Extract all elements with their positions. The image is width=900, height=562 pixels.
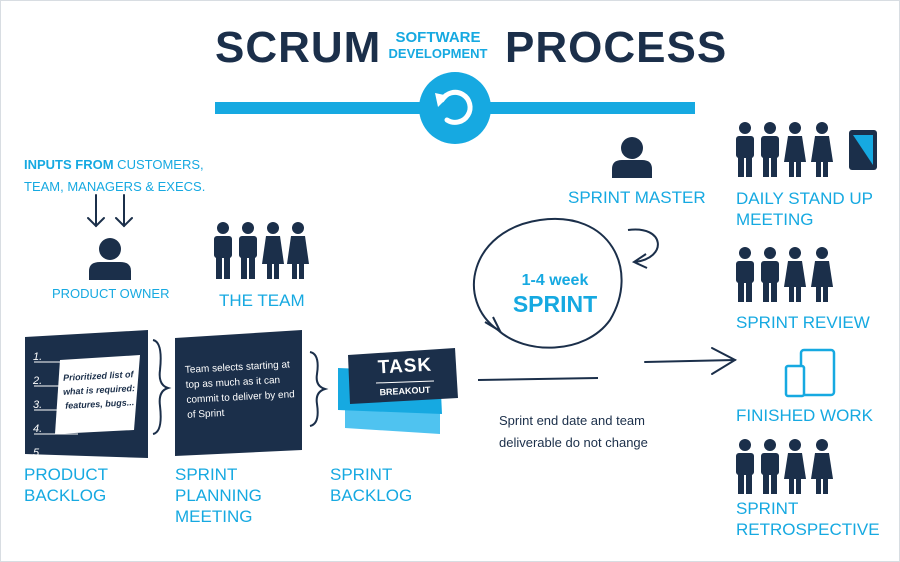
team-icon: [214, 222, 309, 279]
outcome-finished-work: FINISHED WORK: [736, 406, 873, 425]
sprint-loop: [472, 217, 623, 349]
backlog-number-1: 1.: [33, 351, 43, 363]
outcome-sprint-review: SPRINT REVIEW: [736, 313, 870, 332]
inputs-bold: INPUTS FROM: [24, 157, 114, 172]
sprint-master-label: SPRINT MASTER: [568, 188, 706, 207]
title-subtitle: SOFTWARE DEVELOPMENT: [378, 30, 498, 62]
stage-sprint-planning-line2: PLANNING: [175, 486, 262, 505]
title-subtitle-line2: DEVELOPMENT: [388, 46, 488, 61]
stage-product-backlog-line1: PRODUCT: [24, 465, 109, 484]
sprint-loop-arrow: [484, 316, 503, 334]
outcome-daily-standup-line2: MEETING: [736, 210, 814, 229]
backlog-number-4: 4.: [33, 423, 43, 435]
devices-icon: [784, 348, 836, 398]
outcome-retrospective-line2: RETROSPECTIVE: [736, 520, 880, 539]
sprint-note-line2: deliverable do not change: [499, 435, 648, 450]
planning-card: [175, 330, 302, 456]
product-owner-label: PRODUCT OWNER: [52, 286, 170, 301]
stage-product-backlog: PRODUCT BACKLOG: [24, 464, 108, 506]
arrow-down-icon: [87, 194, 133, 228]
stage-sprint-backlog-line2: BACKLOG: [330, 486, 413, 505]
tablet-icon: [849, 130, 877, 170]
inputs-line2: TEAM, MANAGERS & EXECS.: [24, 179, 206, 194]
backlog-number-3: 3.: [33, 399, 43, 411]
product-owner-person-icon: [89, 238, 131, 280]
backlog-numbers: 1. 2. 3. 4. 5.: [33, 345, 53, 465]
task-breakout-card: [338, 348, 458, 434]
stage-sprint-backlog: SPRINT BACKLOG: [330, 464, 412, 506]
sprint-exit-line: [477, 377, 599, 381]
stage-sprint-planning: SPRINT PLANNING MEETING: [175, 464, 262, 527]
review-team-icon: [736, 247, 833, 302]
the-team-label: THE TEAM: [219, 291, 305, 310]
backlog-number-5: 5.: [33, 447, 43, 459]
stage-product-backlog-line2: BACKLOG: [24, 486, 107, 505]
title-scrum: SCRUM: [215, 23, 382, 72]
stage-sprint-planning-line1: SPRINT: [175, 465, 238, 484]
sprint-label: SPRINT: [512, 291, 598, 317]
sprint-note: Sprint end date and team deliverable do …: [499, 410, 648, 454]
title-process: PROCESS: [505, 23, 728, 72]
planning-card-text: Team selects starting at top as much as …: [184, 359, 295, 421]
sprint-duration: 1-4 week: [521, 272, 589, 289]
stage-sprint-planning-line3: MEETING: [175, 507, 253, 526]
arrow-right-icon: [644, 347, 738, 375]
sprint-master-person-icon: [612, 137, 652, 178]
product-backlog-card: [25, 330, 148, 458]
title-subtitle-line1: SOFTWARE: [395, 29, 481, 46]
standup-team-icon: [736, 122, 833, 177]
master-loop-arrow: [631, 253, 648, 269]
outcome-retrospective-line1: SPRINT: [736, 499, 799, 518]
outcome-retrospective: SPRINT RETROSPECTIVE: [736, 498, 880, 540]
inputs-rest: CUSTOMERS,: [113, 157, 204, 172]
sprint-note-line1: Sprint end date and team: [499, 413, 645, 428]
bracket-icon-2: [309, 351, 329, 427]
backlog-note: Prioritized list of what is required: fe…: [62, 369, 136, 411]
master-loop: [627, 228, 659, 263]
bracket-icon: [152, 339, 172, 435]
outcome-daily-standup: DAILY STAND UP MEETING: [736, 188, 873, 230]
stage-sprint-backlog-line1: SPRINT: [330, 465, 393, 484]
inputs-text: INPUTS FROM CUSTOMERS, TEAM, MANAGERS & …: [24, 154, 205, 198]
backlog-number-2: 2.: [33, 375, 43, 387]
retro-team-icon: [736, 439, 833, 494]
task-title: TASK: [377, 354, 433, 379]
outcome-daily-standup-line1: DAILY STAND UP: [736, 189, 873, 208]
refresh-icon: [419, 72, 491, 144]
